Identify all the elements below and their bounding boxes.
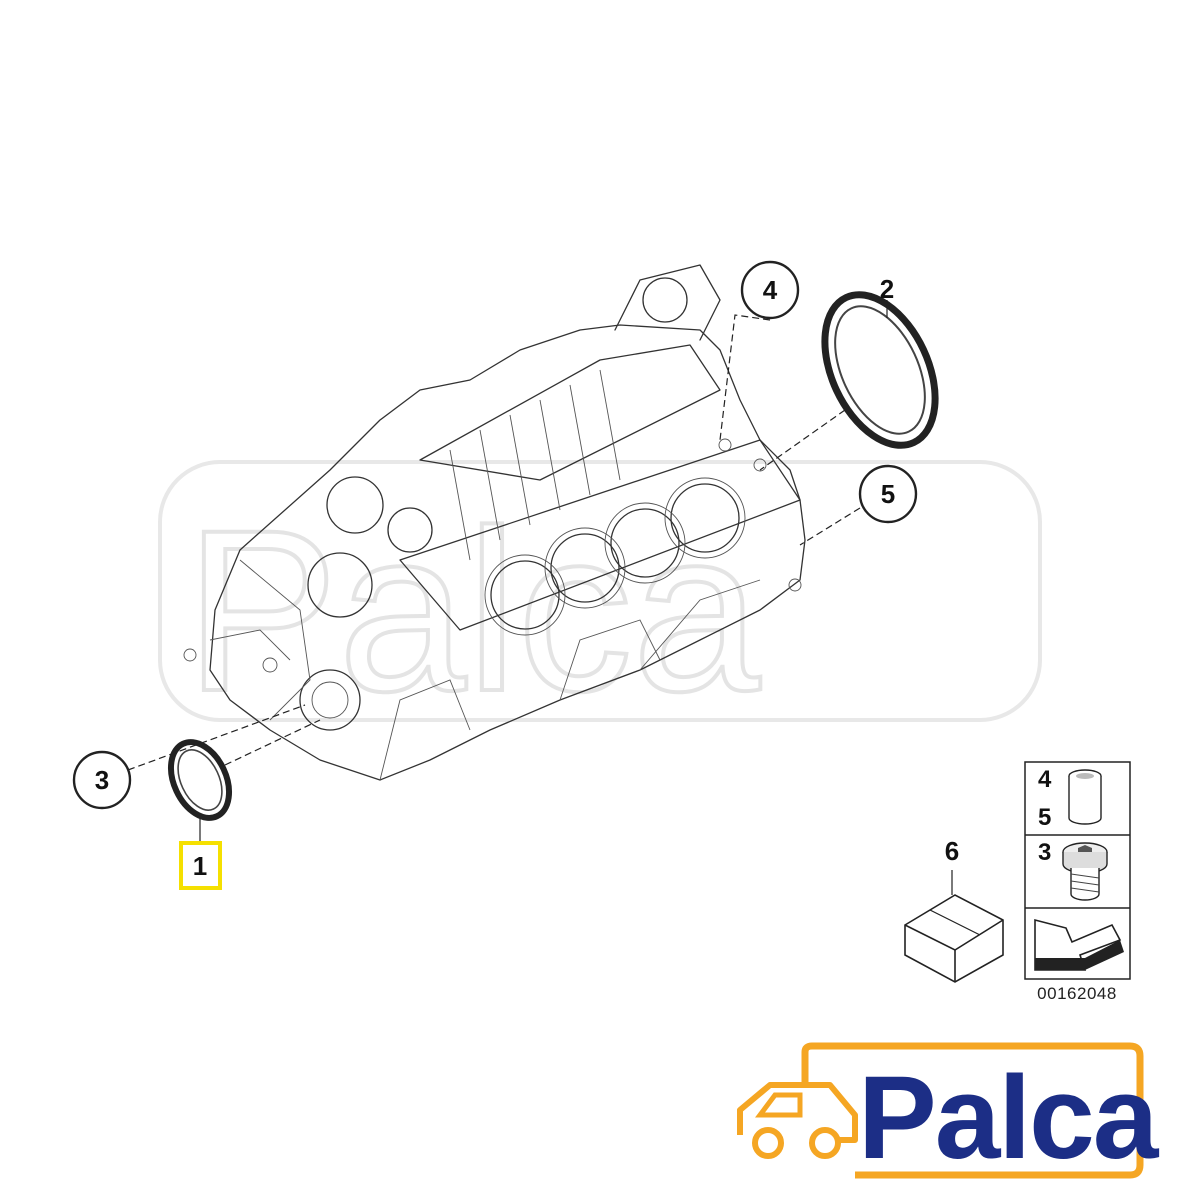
callout-3: 3 (72, 750, 132, 810)
callout-1-highlighted: 1 (179, 841, 222, 890)
callout-6: 6 (945, 836, 959, 895)
svg-text:2: 2 (880, 274, 894, 304)
logo-frame (801, 1042, 1144, 1179)
part-code: 00162048 (1037, 984, 1117, 1003)
bushing-icon (1068, 769, 1102, 825)
plug-screw-icon (1062, 842, 1108, 901)
svg-text:3: 3 (95, 765, 109, 795)
crankshaft-seal-rear (821, 291, 939, 449)
legend-label-5: 5 (1038, 804, 1051, 831)
crankshaft-seal-front (167, 739, 233, 821)
callout-2: 2 (880, 274, 894, 304)
callout-5: 5 (858, 464, 918, 524)
svg-text:4: 4 (763, 275, 778, 305)
leader-lines (127, 300, 888, 845)
car-icon (737, 1082, 858, 1159)
direction-arrow-icon (1034, 918, 1124, 971)
callout-4: 4 (740, 260, 800, 320)
box-icon (904, 894, 1004, 983)
legend-label-3: 3 (1038, 839, 1051, 866)
watermark: Palca (158, 460, 1042, 741)
engine-block-illustration (183, 264, 806, 781)
logo-text: Palca (858, 1052, 1160, 1184)
svg-text:1: 1 (193, 851, 207, 881)
legend-table: 4 5 3 (1024, 761, 1131, 980)
palca-logo: Palca (737, 1042, 1162, 1184)
svg-text:5: 5 (881, 479, 895, 509)
svg-text:6: 6 (945, 836, 959, 866)
watermark-text: Palca (185, 482, 760, 739)
legend-label-4: 4 (1038, 766, 1052, 793)
